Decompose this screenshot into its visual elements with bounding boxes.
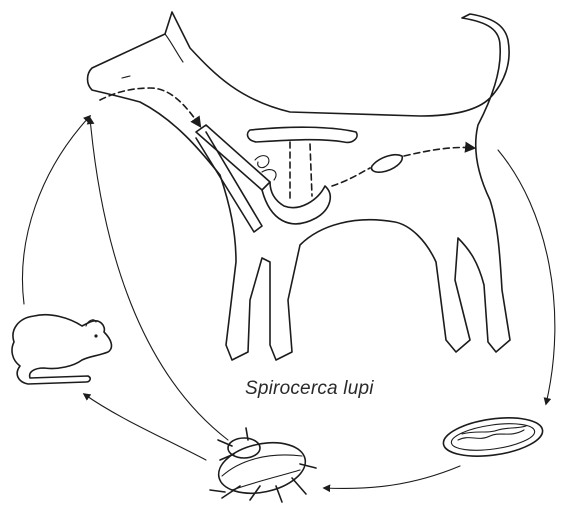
arrow-mouse-to-dog xyxy=(22,116,90,304)
egg-icon xyxy=(441,412,545,462)
species-caption: Spirocerca lupi xyxy=(245,378,435,400)
arrow-beetle-to-mouse xyxy=(84,394,206,460)
arrow-beetle-to-dog xyxy=(90,118,228,440)
dog-icon xyxy=(88,12,511,360)
mouse-icon xyxy=(12,315,111,384)
arrow-egg-to-beetle xyxy=(324,466,460,488)
migration-path-gut xyxy=(332,168,370,186)
internal-organs xyxy=(196,125,402,232)
migration-path-tail xyxy=(404,147,474,156)
arrow-dog-to-egg xyxy=(498,150,555,404)
beetle-icon xyxy=(210,428,316,502)
